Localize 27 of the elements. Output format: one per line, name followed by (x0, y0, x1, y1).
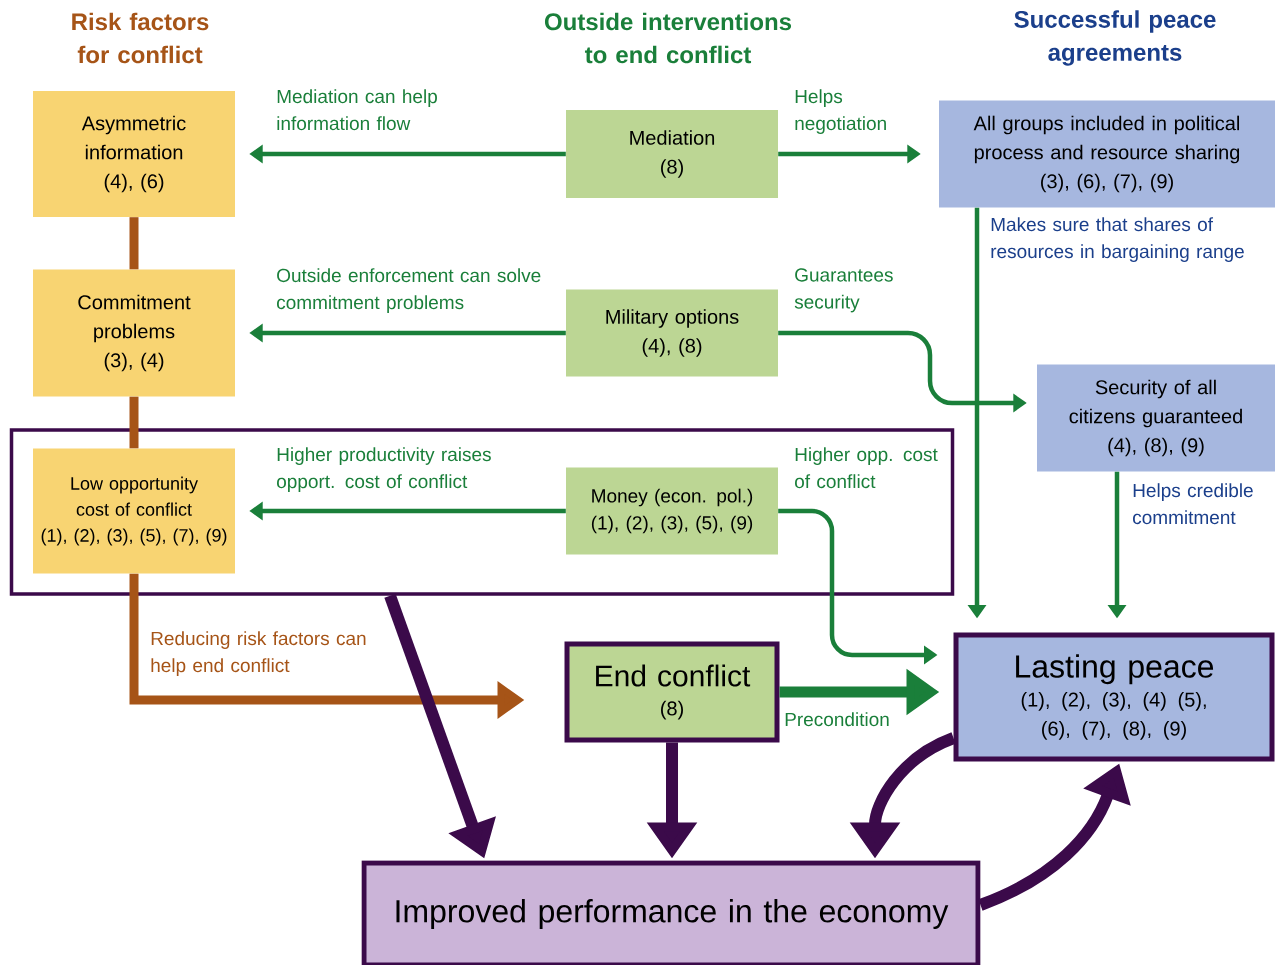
outcome-box: End conflict (8) (564, 641, 780, 743)
group-frame (9, 428, 955, 596)
agreement-box: All groups included in political process and resource sharing (3), (6), (7), (9) (939, 100, 1275, 208)
risk-factor-box: Commitment problems (3), (4) (33, 269, 235, 397)
edge-label: Mediation can help information flow (277, 89, 437, 131)
column-heading: Risk factors for conflict (72, 12, 209, 64)
outcome-box: Lasting peace (1), (2), (3), (4) (5), (6), (7), (8), (9) (953, 632, 1275, 762)
economy-box: Improved performance in the economy (361, 860, 981, 965)
edge-label: Helps credible commitment (1133, 483, 1253, 525)
edge-label: Outside enforcement can solve commitment problems (277, 268, 541, 313)
column-heading: Outside interventions to end conflict (545, 12, 792, 64)
intervention-box: Money (econ. pol.) (1), (2), (3), (5), (9) (566, 467, 778, 555)
edge-label: Precondition (785, 712, 889, 727)
risk-factor-box: Asymmetric information (4), (6) (33, 91, 235, 217)
edge-label: Helps negotiation (795, 89, 886, 134)
intervention-box: Military options (4), (8) (566, 289, 778, 377)
connector-line (129, 396, 139, 449)
edge-label: Reducing risk factors can help end conflict (151, 631, 366, 676)
edge-label: Guarantees security (794, 268, 893, 313)
risk-factor-box: Low opportunity cost of conflict (1), (2), (3), (5), (7), (9) (33, 448, 235, 574)
connector-line (129, 217, 139, 270)
column-heading: Successful peace agreements (1014, 10, 1216, 66)
edge-label: Makes sure that shares of resources in bargaining range (991, 217, 1244, 262)
edge-label: Higher opp. cost of conflict (795, 447, 938, 489)
agreement-box: Security of all citizens guaranteed (4), (8), (9) (1037, 364, 1275, 472)
intervention-box: Mediation (8) (566, 110, 778, 198)
edge-label: Higher productivity raises opport. cost of conflict (277, 447, 491, 492)
